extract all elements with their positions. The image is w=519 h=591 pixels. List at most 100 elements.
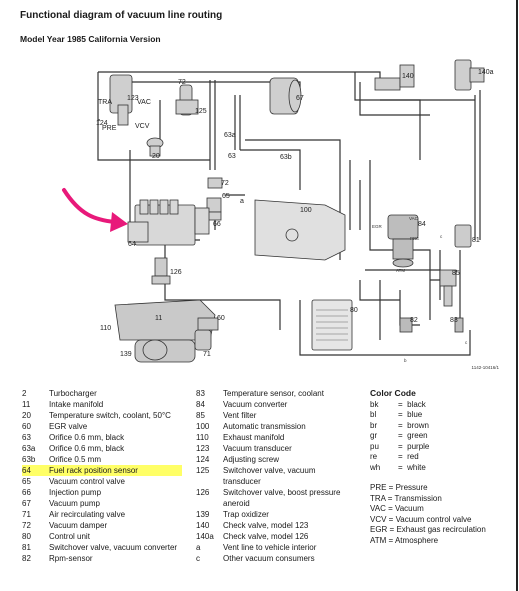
svg-text:123: 123: [127, 95, 139, 102]
svg-text:64: 64: [128, 241, 136, 248]
svg-text:71: 71: [203, 351, 211, 358]
legend-item-continuation: transducer: [223, 477, 261, 486]
svg-text:EGR: EGR: [372, 224, 383, 229]
vacuum-diagram-svg: 140 140a TRA 123 VAC PRE VCV 124 72 125 …: [62, 59, 494, 363]
page-title: Functional diagram of vacuum line routin…: [20, 10, 223, 21]
highlight-arrow: [62, 188, 128, 232]
svg-text:83: 83: [450, 317, 458, 324]
color-code-row: gr= green: [370, 431, 428, 440]
page-subtitle: Model Year 1985 California Version: [20, 34, 161, 44]
automatic-transmission-100: [254, 199, 346, 261]
color-code-legend: Color Code bk= black bl= blue br= brown …: [370, 388, 486, 546]
svg-text:126: 126: [170, 269, 182, 276]
svg-text:81: 81: [472, 237, 480, 244]
color-code-row: pu= purple: [370, 441, 430, 451]
svg-text:80: 80: [350, 307, 358, 314]
drawing-part-number: 1142-10416/1: [471, 365, 499, 370]
svg-text:c: c: [465, 340, 468, 345]
svg-text:VAC: VAC: [137, 99, 151, 106]
svg-text:63b: 63b: [280, 154, 292, 161]
svg-text:66: 66: [213, 221, 221, 228]
svg-text:65: 65: [222, 193, 230, 200]
svg-text:63a: 63a: [224, 132, 236, 139]
color-code-row: bk= black: [370, 399, 426, 409]
control-unit-80: [311, 299, 353, 351]
color-code-title: Color Code: [370, 388, 416, 398]
abbreviation-item: TRA = Transmission: [370, 493, 442, 503]
abbreviation-item: VCV = Vacuum control valve: [370, 514, 472, 524]
svg-text:84: 84: [418, 221, 426, 228]
color-code-row: bl= blue: [370, 410, 423, 419]
svg-text:140a: 140a: [478, 69, 494, 76]
svg-text:b: b: [404, 358, 407, 363]
svg-text:c: c: [440, 234, 443, 239]
diagram-labels: 140 140a TRA 123 VAC PRE VCV 124 72 125 …: [96, 69, 494, 363]
page-edge-line: [516, 0, 518, 591]
svg-text:110: 110: [100, 325, 111, 332]
abbreviation-item: PRE = Pressure: [370, 483, 428, 492]
svg-text:124: 124: [96, 120, 108, 127]
svg-text:72: 72: [221, 180, 229, 187]
svg-text:11: 11: [155, 315, 162, 322]
abbreviation-list: PRE = Pressure TRA = Transmission VAC = …: [370, 483, 486, 546]
svg-text:VAC: VAC: [409, 216, 419, 221]
svg-text:20: 20: [152, 153, 160, 160]
svg-text:85: 85: [452, 270, 460, 277]
svg-text:TRA: TRA: [98, 99, 112, 106]
svg-text:100: 100: [300, 207, 312, 214]
svg-text:67: 67: [296, 95, 304, 102]
svg-text:60: 60: [217, 315, 225, 322]
abbreviation-item: ATM = Atmosphere: [370, 535, 439, 545]
color-code-row: wh= white: [370, 462, 426, 472]
svg-text:63: 63: [228, 153, 236, 160]
abbreviation-item: EGR = Exhaust gas recirculation: [370, 525, 486, 534]
svg-text:72: 72: [178, 79, 186, 86]
svg-text:a: a: [240, 198, 244, 205]
svg-text:VCV: VCV: [135, 123, 150, 130]
legend-item-continuation: aneroid: [223, 499, 250, 508]
svg-text:139: 139: [120, 351, 132, 358]
svg-text:82: 82: [410, 317, 418, 324]
fuel-rack-position-sensor-64: [127, 221, 149, 243]
svg-text:140: 140: [402, 73, 414, 80]
vacuum-diagram: 140 140a TRA 123 VAC PRE VCV 124 72 125 …: [62, 59, 494, 363]
svg-text:125: 125: [195, 108, 207, 115]
svg-text:ATM: ATM: [396, 268, 405, 273]
svg-text:PRE: PRE: [102, 125, 117, 132]
abbreviation-item: VAC = Vacuum: [370, 504, 424, 513]
color-code-row: br= brown: [370, 420, 429, 430]
svg-text:PRE: PRE: [410, 236, 419, 241]
color-code-row: re= red: [370, 452, 419, 461]
